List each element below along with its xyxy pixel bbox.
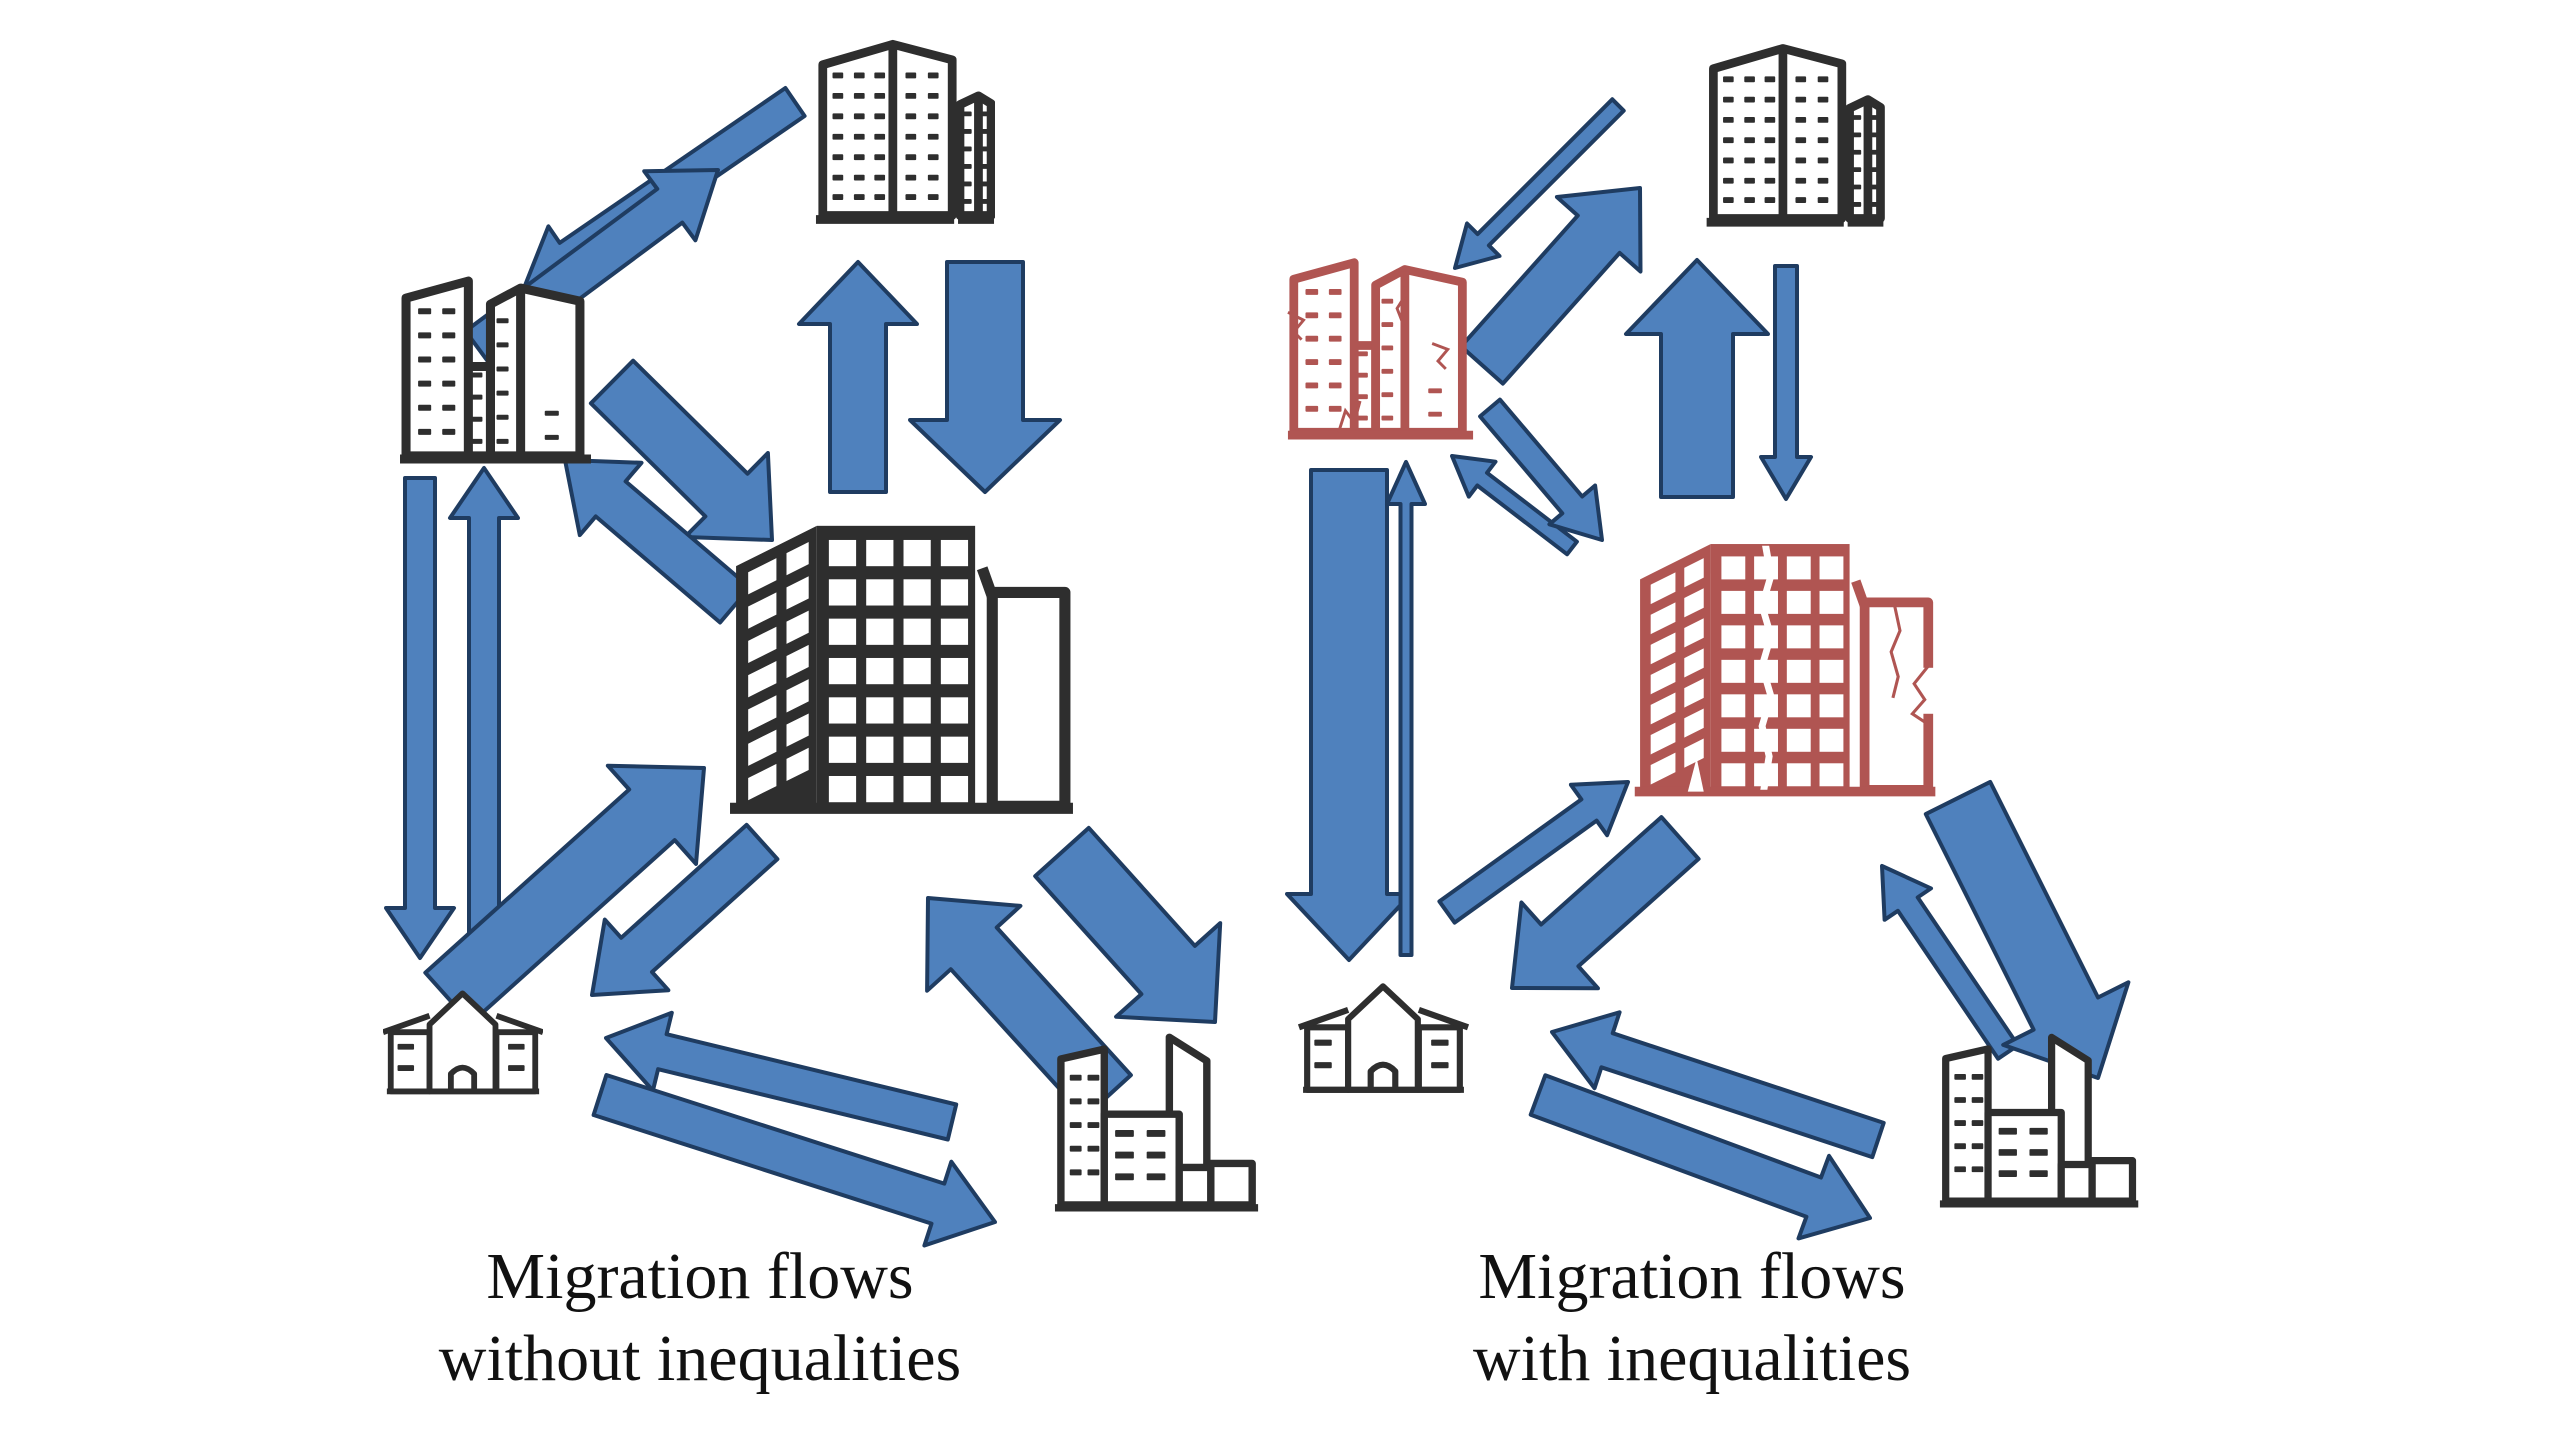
arrow-town-to-village <box>604 1010 959 1142</box>
diagram-without-inequalities <box>383 44 1258 1248</box>
caption-line: Migration flows <box>486 1240 914 1313</box>
city-center-damaged-office-block-icon <box>1635 544 1936 792</box>
arrow-village-to-center-weak <box>1437 780 1630 925</box>
arrow-west-to-village <box>384 476 456 960</box>
caption-line: Migration flows <box>1478 1240 1906 1313</box>
city-center-office-block-icon <box>730 526 1073 808</box>
city-north-twin-towers-icon <box>816 44 994 219</box>
diagram-with-inequalities <box>1285 48 2138 1241</box>
caption-without-inequalities: Migration flows without inequalities <box>439 1236 961 1400</box>
arrow-center-to-village <box>590 822 780 997</box>
town-southeast-city-icon <box>1055 1037 1258 1208</box>
town-southeast-city-icon <box>1940 1037 2138 1204</box>
city-west-two-towers-icon <box>400 281 591 459</box>
caption-line: without inequalities <box>438 1322 962 1395</box>
arrow-village-to-west <box>448 466 520 964</box>
arrow-town-to-village <box>1550 1010 1886 1160</box>
arrow-village-to-town <box>591 1073 997 1248</box>
arrow-center-to-town-strong <box>1923 779 2131 1080</box>
caption-with-inequalities: Migration flows with inequalities <box>1473 1236 1911 1400</box>
village-southwest-house-icon <box>1299 986 1468 1089</box>
arrow-center-to-west-weak <box>1450 454 1579 557</box>
arrow-center-to-village-strong <box>1510 815 1701 991</box>
arrow-village-to-center <box>423 763 706 1026</box>
arrow-center-to-north-strong <box>1624 258 1770 499</box>
arrow-town-to-center-weak <box>1880 864 2020 1061</box>
arrow-center-to-town <box>1033 825 1223 1024</box>
flow-arrows-left <box>384 86 1223 1248</box>
arrow-west-to-center-weak <box>1478 397 1604 542</box>
arrow-west-to-center <box>588 358 774 542</box>
flow-arrows-right <box>1285 97 2131 1241</box>
city-north-twin-towers-icon <box>1707 48 1884 222</box>
arrow-north-to-center-weak <box>1759 264 1813 501</box>
arrow-west-to-north-strong <box>1459 186 1643 386</box>
arrow-village-to-west-weak <box>1385 460 1427 957</box>
arrow-north-to-west-weak <box>1453 97 1626 270</box>
arrow-center-to-north <box>797 260 919 494</box>
arrow-west-to-village-strong <box>1285 468 1413 962</box>
caption-line: with inequalities <box>1472 1322 1912 1395</box>
arrow-north-to-center <box>908 260 1062 494</box>
city-west-damaged-two-towers-icon <box>1288 263 1473 435</box>
arrow-center-to-west <box>563 458 752 625</box>
arrow-village-to-town <box>1528 1073 1872 1241</box>
village-southwest-house-icon <box>383 993 543 1091</box>
